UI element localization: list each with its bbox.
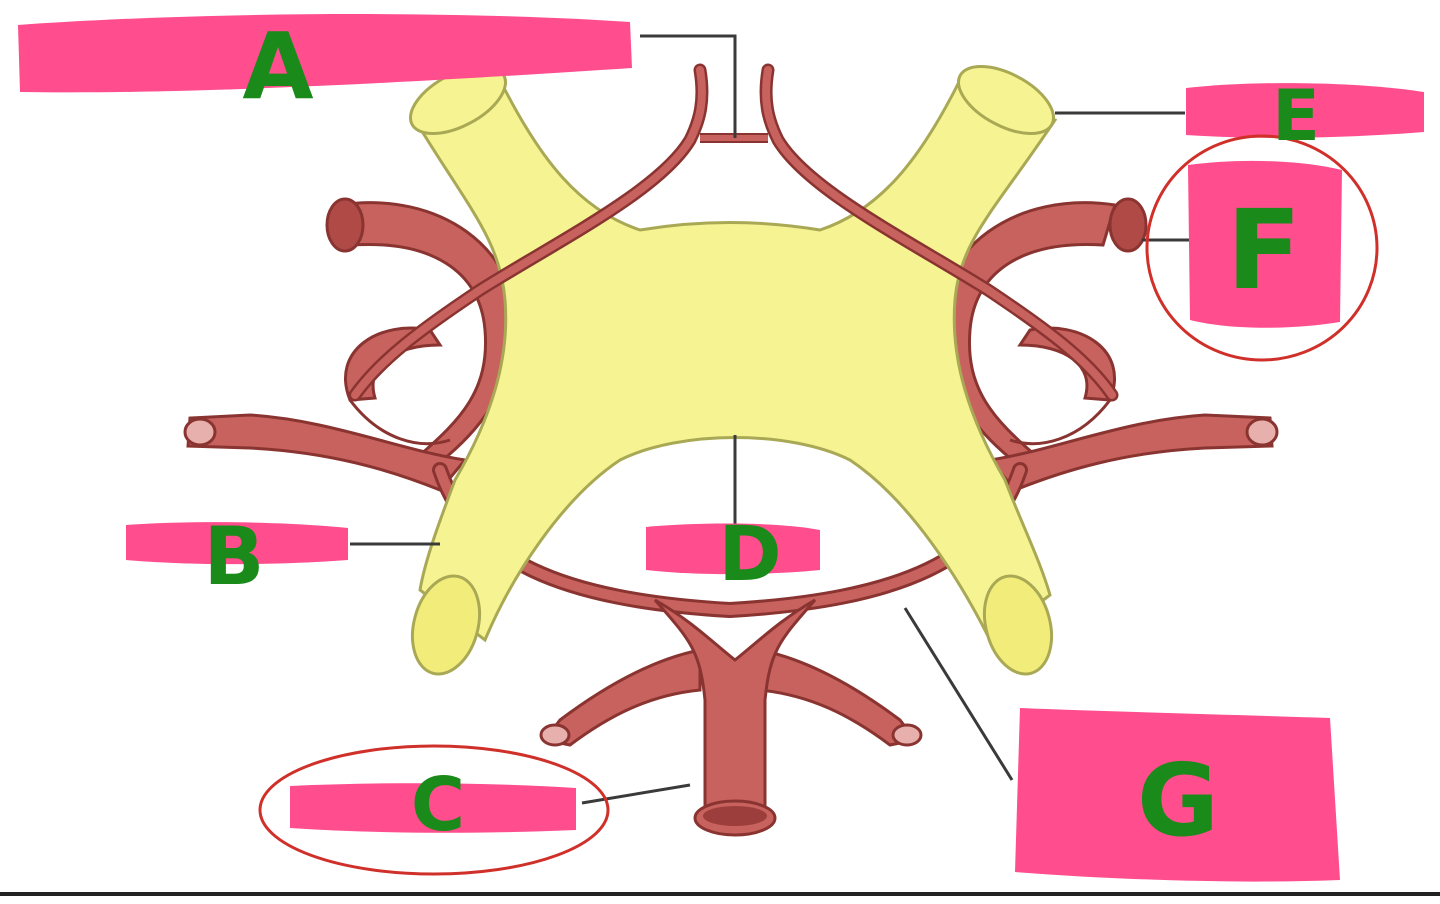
- label-box-a: [18, 14, 632, 93]
- label-box-d: [646, 523, 820, 575]
- left-lateral-artery: [183, 197, 517, 492]
- label-b: B: [204, 510, 265, 603]
- central-structure: [408, 64, 1058, 676]
- label-c: C: [411, 762, 465, 848]
- label-box-e: [1186, 83, 1424, 138]
- circle-mark-c: [258, 744, 610, 876]
- leader-line-g: [903, 607, 1014, 781]
- leader-line-c: [581, 783, 691, 805]
- label-box-b: [126, 522, 348, 565]
- right-lateral-artery: [938, 197, 1279, 492]
- leader-line-a: [640, 34, 737, 138]
- label-a: A: [242, 13, 313, 120]
- label-box-c: [290, 783, 576, 833]
- label-f: F: [1226, 186, 1301, 314]
- label-highlights: [18, 14, 1424, 882]
- label-box-g: [1015, 708, 1340, 882]
- label-g: G: [1137, 742, 1219, 859]
- circle-marks: [258, 134, 1379, 876]
- label-box-f: [1188, 160, 1342, 328]
- anterior-arteries: [348, 63, 1119, 402]
- label-e: E: [1272, 75, 1320, 157]
- leader-lines: [350, 34, 1190, 805]
- label-d: D: [718, 509, 781, 598]
- circle-mark-f: [1145, 134, 1379, 362]
- basilar-artery: [539, 598, 923, 837]
